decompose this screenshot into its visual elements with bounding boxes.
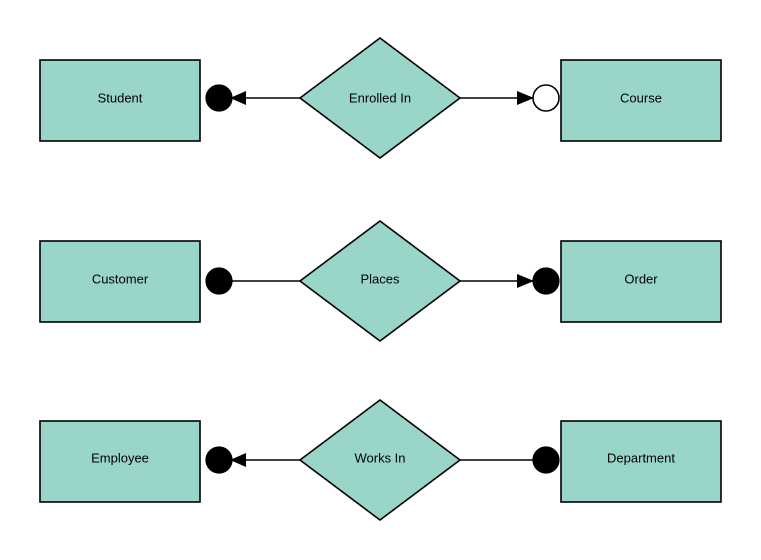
entity-box-student[interactable] [39,59,201,142]
entity-box-order[interactable] [560,240,722,323]
entity-box-department[interactable] [560,420,722,503]
arrowhead-left-student-side [230,91,246,105]
entity-box-employee[interactable] [39,420,201,503]
relationship-group-places: Customer Order Places [39,220,722,342]
relationship-diamond-enrolled-in[interactable] [298,37,462,159]
cardinality-marker-order-mandatory-many[interactable] [532,267,560,295]
entity-label-employee: Employee [91,450,149,465]
entity-label-department: Department [607,450,675,465]
relationship-group-works-in: Employee Department Works In [39,399,722,521]
entity-box-customer[interactable] [39,240,201,323]
cardinality-marker-course-optional[interactable] [532,84,560,112]
arrowhead-right-course-side [517,91,534,105]
relationship-label-places: Places [360,271,400,286]
arrowhead-left-employee-side [230,453,246,467]
cardinality-marker-employee-mandatory-many[interactable] [205,446,233,474]
entity-label-order: Order [624,271,658,286]
relationship-label-enrolled-in: Enrolled In [349,90,411,105]
entity-label-course: Course [620,90,662,105]
relationship-diamond-places[interactable] [298,220,462,342]
entity-box-course[interactable] [560,59,722,142]
cardinality-marker-customer-mandatory-many[interactable] [205,267,233,295]
cardinality-marker-student-mandatory-many[interactable] [205,84,233,112]
relationship-label-works-in: Works In [354,450,405,465]
entity-label-student: Student [98,90,143,105]
cardinality-marker-department-mandatory-many[interactable] [532,446,560,474]
relationship-group-enrolled-in: Student Course Enrolled In [39,37,722,159]
relationship-diamond-works-in[interactable] [298,399,462,521]
arrowhead-right-order-side [517,274,534,288]
entity-label-customer: Customer [92,271,149,286]
